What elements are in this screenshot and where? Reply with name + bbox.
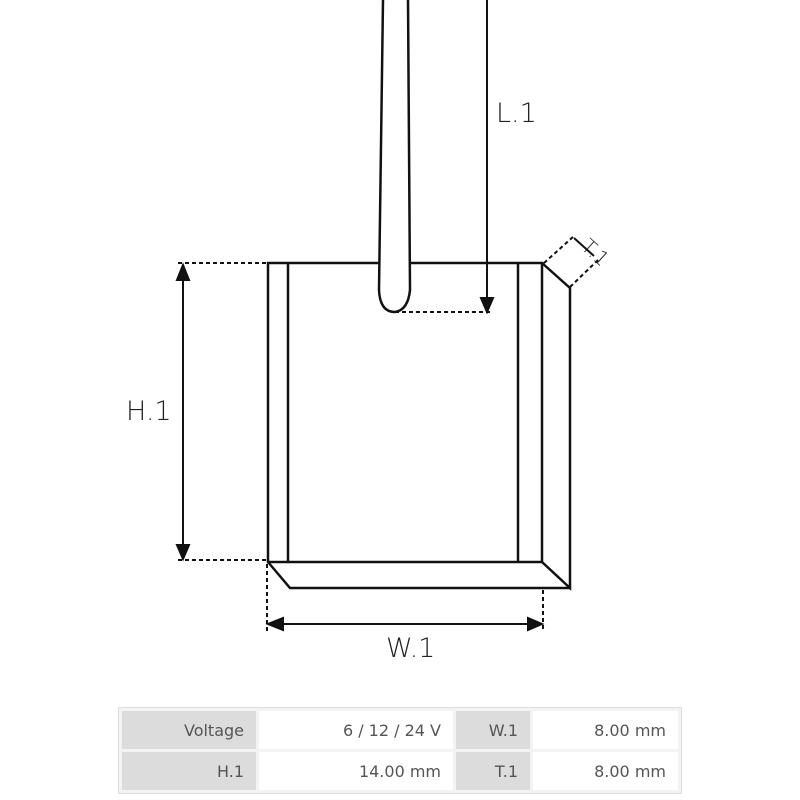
spec-value: 8.00 mm <box>533 752 678 790</box>
spec-label: H.1 <box>122 752 256 790</box>
h1-label: H.1 <box>126 396 172 427</box>
w1-label: W.1 <box>386 633 435 664</box>
l1-arrow-icon <box>479 297 495 315</box>
brush-side-face <box>541 262 572 591</box>
w1-arrow-right-icon <box>527 616 545 632</box>
t1-label: T.1 <box>577 234 615 271</box>
brush-bottom-face <box>267 561 570 590</box>
table-row: H.1 14.00 mm T.1 8.00 mm <box>122 752 678 790</box>
h1-arrow-bottom-icon <box>175 544 191 562</box>
specs-table: Voltage 6 / 12 / 24 V W.1 8.00 mm H.1 14… <box>118 707 682 794</box>
spec-label: T.1 <box>456 752 530 790</box>
l1-label: L.1 <box>496 98 537 129</box>
carbon-brush-drawing: L.1 H.1 W.1 T.1 <box>126 0 615 664</box>
h1-arrow-top-icon <box>175 262 191 281</box>
spec-value: 8.00 mm <box>533 711 678 749</box>
spec-label: W.1 <box>456 711 530 749</box>
spec-value: 6 / 12 / 24 V <box>259 711 453 749</box>
t1-dimension-line <box>573 237 595 257</box>
w1-arrow-left-icon <box>265 616 284 632</box>
spec-label: Voltage <box>122 711 256 749</box>
brush-wire <box>377 0 412 314</box>
spec-value: 14.00 mm <box>259 752 453 790</box>
table-row: Voltage 6 / 12 / 24 V W.1 8.00 mm <box>122 711 678 749</box>
t1-extension-top <box>543 235 575 264</box>
